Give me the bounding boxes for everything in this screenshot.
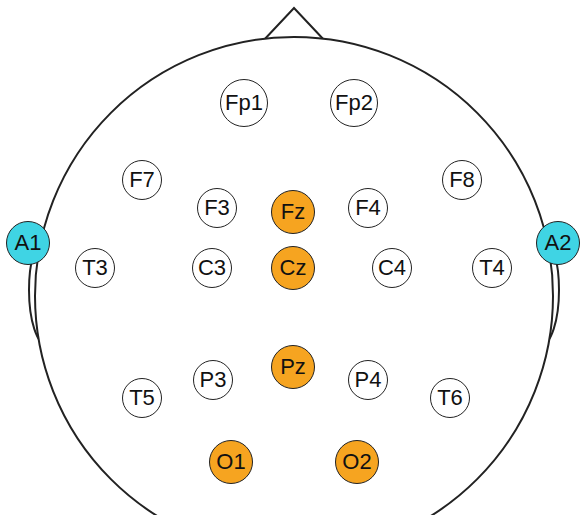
electrode-label: T5 <box>129 387 155 409</box>
electrode-circle: F8 <box>442 160 482 200</box>
electrode-label: Fp1 <box>225 92 263 114</box>
electrode-label: F8 <box>449 169 475 191</box>
head-circle <box>35 37 553 515</box>
electrode-circle: Pz <box>271 345 315 389</box>
electrode-circle: T6 <box>430 378 470 418</box>
electrode-circle: O1 <box>209 440 253 484</box>
electrode-label: Pz <box>280 356 306 378</box>
electrode-circle: F7 <box>122 160 162 200</box>
electrode-label: O2 <box>342 451 371 473</box>
electrode-circle: F4 <box>348 188 388 228</box>
electrode-label: Cz <box>280 257 307 279</box>
electrode-circle: Fp2 <box>330 79 378 127</box>
electrode-circle: A2 <box>536 221 580 265</box>
electrode-circle: Fp1 <box>220 79 268 127</box>
electrode-circle: T4 <box>472 248 512 288</box>
electrode-label: T6 <box>437 387 463 409</box>
electrode-label: Fp2 <box>335 92 373 114</box>
electrode-circle: Fz <box>271 190 315 234</box>
electrode-label: T3 <box>82 257 108 279</box>
electrode-label: P4 <box>355 369 382 391</box>
electrode-label: Fz <box>281 201 305 223</box>
electrode-circle: T3 <box>75 248 115 288</box>
electrode-label: A2 <box>545 232 572 254</box>
electrode-circle: P4 <box>348 360 388 400</box>
electrode-circle: O2 <box>335 440 379 484</box>
electrode-label: C3 <box>198 257 226 279</box>
electrode-label: A1 <box>15 232 42 254</box>
electrode-circle: A1 <box>6 221 50 265</box>
electrode-circle: P3 <box>193 360 233 400</box>
electrode-label: P3 <box>200 369 227 391</box>
electrode-label: O1 <box>216 451 245 473</box>
electrode-circle: Cz <box>271 246 315 290</box>
electrode-label: F7 <box>129 169 155 191</box>
electrode-label: F4 <box>355 197 381 219</box>
electrode-circle: F3 <box>197 188 237 228</box>
electrode-circle: T5 <box>122 378 162 418</box>
electrode-circle: C4 <box>372 248 412 288</box>
electrode-circle: C3 <box>192 248 232 288</box>
electrode-label: C4 <box>378 257 406 279</box>
electrode-label: T4 <box>479 257 505 279</box>
electrode-label: F3 <box>204 197 230 219</box>
